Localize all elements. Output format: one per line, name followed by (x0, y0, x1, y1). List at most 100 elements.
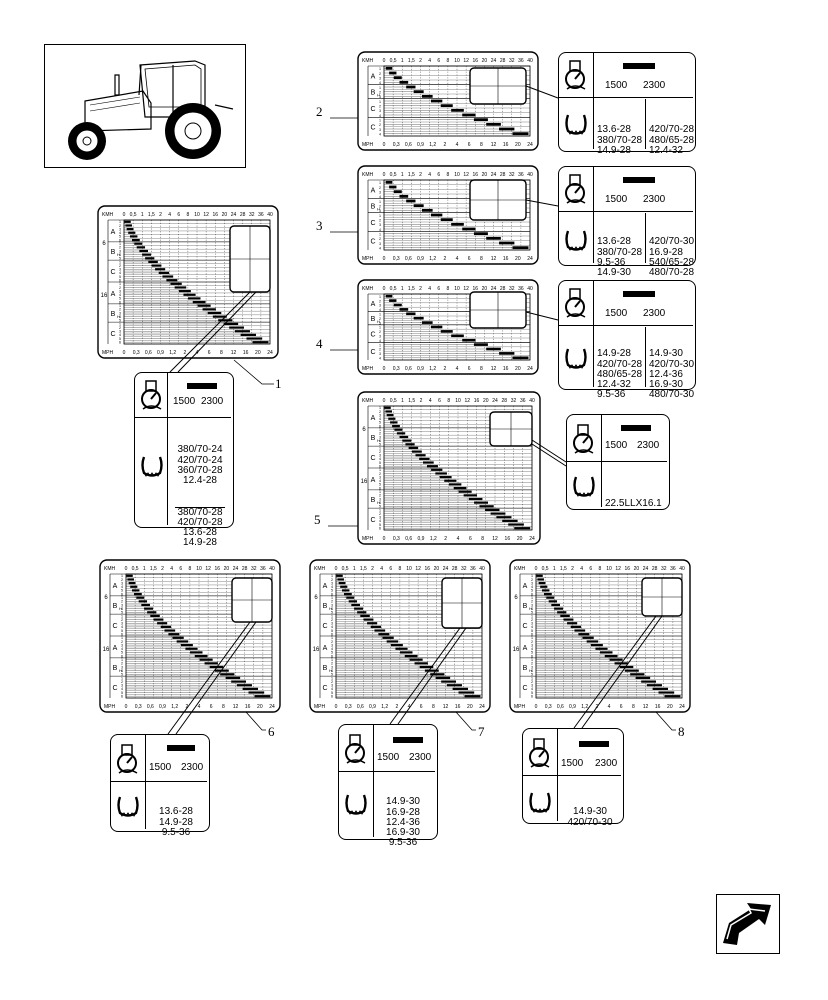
kmh-tick-label: 32 (509, 172, 515, 178)
mph-tick-label: 12 (443, 704, 449, 710)
speed-bar (486, 122, 501, 126)
speed-bar (406, 199, 416, 203)
gear-number: 2 (121, 618, 123, 622)
gear-group-label: B (323, 665, 328, 672)
mph-tick-label: 8 (480, 256, 483, 262)
gear-number: 4 (379, 357, 381, 361)
kmh-tick-label: 12 (463, 58, 469, 64)
mph-tick-label: 0,3 (393, 142, 400, 148)
kmh-tick-label: 4 (380, 566, 383, 572)
gear-number: 4 (331, 607, 333, 611)
gear-number: 2 (331, 680, 333, 684)
speed-bar (405, 443, 415, 446)
speed-bar (141, 603, 150, 607)
speed-bar (399, 308, 409, 311)
mph-tick-label: 24 (527, 256, 533, 262)
mph-tick-label: 0,9 (369, 704, 376, 710)
speed-bar (151, 264, 162, 267)
speed-bar (590, 644, 603, 647)
speed-bar (448, 483, 462, 486)
speed-bar (134, 242, 143, 245)
gear-number: 3 (531, 622, 533, 626)
kmh-tick-label: 16 (472, 172, 478, 178)
gear-number: 3 (379, 242, 381, 246)
tractor-illustration-frame (44, 44, 246, 168)
gear-symbol: 16 (103, 647, 110, 653)
mph-tick-label: 2 (395, 704, 398, 710)
gear-number: 6 (121, 695, 123, 699)
gear-symbol: 16 (513, 647, 520, 653)
kmh-tick-label: 2 (161, 566, 164, 572)
kmh-tick-label: 16 (212, 212, 218, 218)
kmh-tick-label: 6 (179, 566, 182, 572)
rpm-high: 2300 (643, 308, 666, 319)
mph-tick-label: 1,2 (581, 704, 588, 710)
speed-bar (451, 334, 464, 338)
kmh-tick-label: 1 (553, 566, 556, 572)
speed-bar (125, 224, 132, 227)
kmh-tick-label: 0,5 (132, 566, 139, 572)
speed-bar (473, 343, 488, 346)
gear-number: 2 (331, 600, 333, 604)
gear-group-sub: H (117, 314, 120, 319)
gear-number: 4 (531, 687, 533, 691)
gear-number: 4 (121, 585, 123, 589)
kmh-tick-label: 28 (501, 398, 507, 404)
speed-bar (496, 516, 512, 519)
kmh-tick-label: 8 (398, 566, 401, 572)
mph-tick-label: 24 (267, 350, 273, 356)
speed-bar (155, 268, 166, 271)
gear-group-label: C (522, 685, 527, 692)
mph-tick-label: 4 (608, 704, 611, 710)
kmh-tick-label: 0 (383, 172, 386, 178)
kmh-tick-label: 40 (479, 566, 485, 572)
speed-bar (390, 644, 403, 647)
speed-bar (430, 213, 443, 217)
kmh-tick-label: 8 (446, 286, 449, 292)
kmh-tick-label: 6 (389, 566, 392, 572)
mph-tick-label: 6 (208, 350, 211, 356)
speed-bar (341, 589, 350, 592)
speed-bar (150, 614, 160, 618)
gear-number: 3 (121, 665, 123, 669)
kmh-tick-label: 20 (222, 212, 228, 218)
gear-number: 1 (531, 676, 533, 680)
gear-symbol: 6 (514, 595, 518, 601)
mph-tick-label: 20 (515, 256, 521, 262)
speed-bar (473, 118, 488, 122)
speed-bar (336, 574, 343, 577)
speed-bar (124, 220, 131, 223)
gear-number: 2 (379, 237, 381, 241)
speed-bar (512, 246, 529, 250)
speed-bar (162, 275, 174, 278)
gear-number: 4 (531, 607, 533, 611)
speed-bar (431, 468, 443, 471)
gear-number: 5 (379, 505, 381, 509)
next-page-button[interactable] (716, 894, 780, 954)
kmh-tick-label: 6 (589, 566, 592, 572)
kmh-axis-unit: KMH (514, 566, 526, 572)
gear-number: 2 (531, 680, 533, 684)
gear-number: 2 (379, 432, 381, 436)
mph-tick-label: 16 (503, 366, 509, 372)
mph-tick-label: 20 (667, 704, 673, 710)
gear-number: 5 (121, 589, 123, 593)
gear-number: 6 (379, 486, 381, 490)
kmh-tick-label: 40 (267, 212, 273, 218)
gear-number: 4 (121, 669, 123, 673)
kmh-tick-label: 16 (472, 286, 478, 292)
mph-tick-label: 4 (408, 704, 411, 710)
callout-number-3: 3 (316, 218, 323, 233)
gear-number: 6 (379, 465, 381, 469)
gear-symbol: 6 (104, 595, 108, 601)
gear-group-sub: H (329, 668, 332, 673)
mph-tick-label: 8 (222, 704, 225, 710)
gear-number: 3 (379, 191, 381, 195)
mph-tick-label: 0,3 (393, 366, 400, 372)
tire-icon (117, 796, 139, 817)
kmh-tick-label: 40 (527, 286, 533, 292)
gear-number: 6 (121, 633, 123, 637)
kmh-tick-label: 10 (455, 398, 461, 404)
rpm-low: 1500 (605, 440, 628, 451)
